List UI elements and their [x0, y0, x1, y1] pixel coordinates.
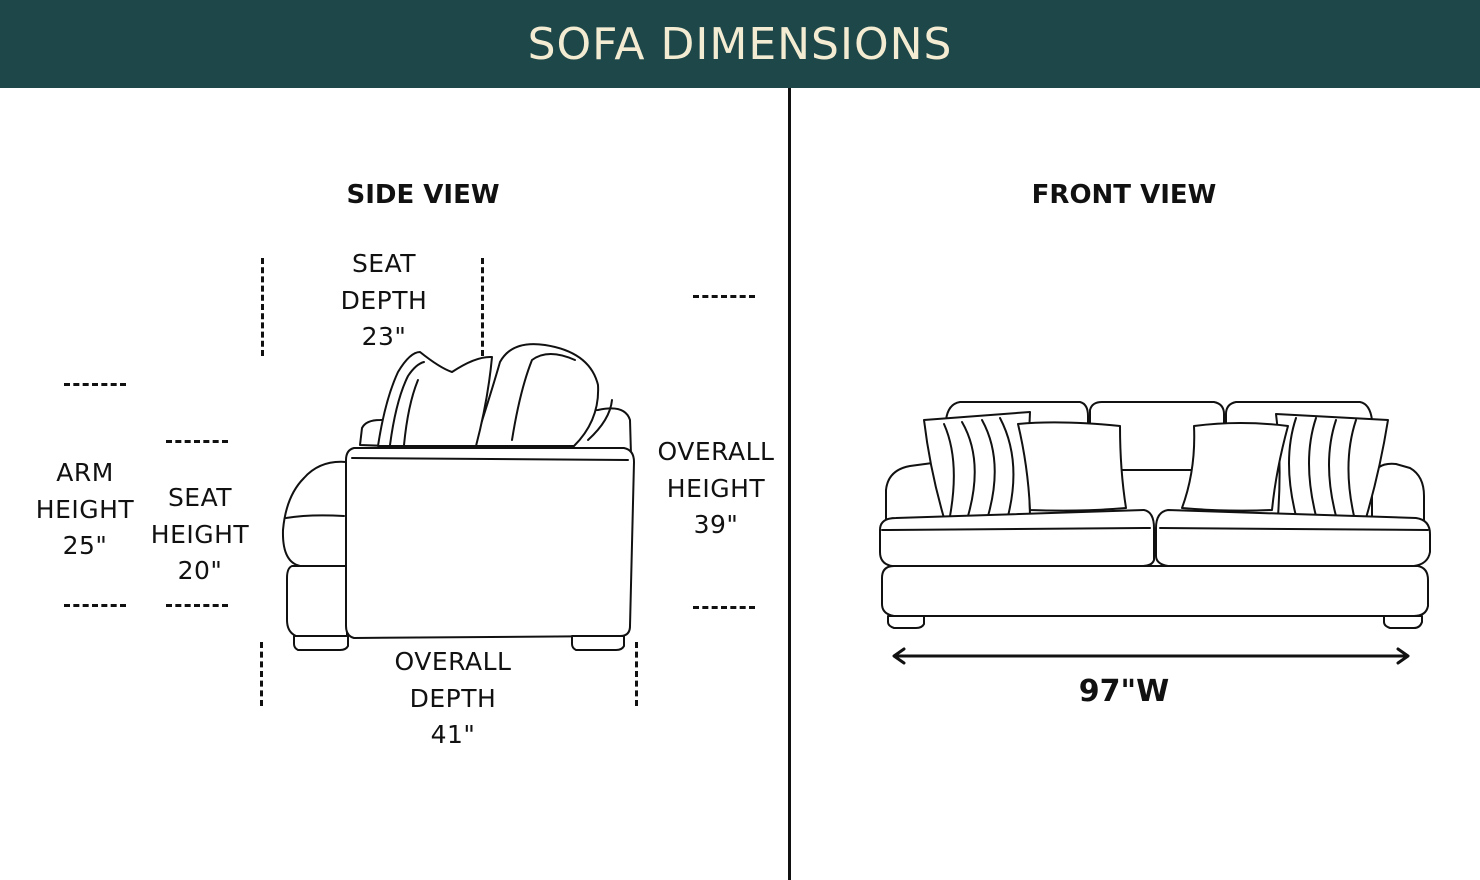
front-foot-right	[1383, 615, 1423, 629]
overall-depth-left-marker	[260, 642, 263, 706]
header-banner: SOFA DIMENSIONS	[0, 0, 1480, 88]
seat-height-bottom-marker	[166, 604, 228, 607]
front-view-title: FRONT VIEW	[1031, 180, 1217, 210]
side-arm-lower	[286, 565, 348, 637]
side-throw-pillow-seam	[389, 361, 425, 446]
overall-depth-label: OVERALL DEPTH 41"	[394, 647, 512, 749]
page-title: SOFA DIMENSIONS	[527, 18, 953, 70]
side-body-top-seam	[351, 457, 629, 461]
width-arrow	[892, 647, 1410, 665]
seat-height-top-marker	[166, 440, 228, 443]
overall-height-bottom-marker	[693, 606, 755, 609]
front-foot-left	[887, 615, 925, 629]
front-pillow-left	[1017, 421, 1127, 512]
side-view-title: SIDE VIEW	[346, 180, 500, 210]
side-foot-back	[571, 635, 625, 651]
arm-height-bottom-marker	[64, 604, 126, 607]
front-back-cushion-center	[1089, 401, 1225, 471]
side-throw-pillow	[377, 351, 493, 447]
overall-height-top-marker	[693, 295, 755, 298]
front-seat-cushion-left	[879, 509, 1155, 567]
view-divider	[788, 88, 791, 880]
overall-depth-right-marker	[635, 642, 638, 706]
front-seat-seam	[881, 527, 1429, 531]
front-pillow-right	[1181, 422, 1289, 512]
front-pillow-left-stripes	[943, 417, 1015, 517]
arm-height-top-marker	[64, 383, 126, 386]
front-arm-right	[1371, 462, 1425, 521]
front-pillow-right-stripes	[1288, 417, 1357, 517]
side-view-sofa-drawing	[281, 343, 635, 651]
front-seat-cushion-right	[1155, 509, 1431, 567]
front-view-sofa-drawing	[879, 401, 1431, 629]
side-back-pillow-fold	[587, 399, 613, 441]
arm-height-label: ARM HEIGHT 25"	[35, 458, 135, 560]
side-back-pillow	[473, 343, 600, 447]
side-arm-front	[281, 460, 348, 567]
side-arm-seam	[285, 514, 345, 519]
side-throw-pillow-fold	[403, 379, 419, 446]
seat-height-label: SEAT HEIGHT 20"	[150, 483, 250, 585]
seat-depth-left-marker	[261, 258, 264, 356]
side-sofa-body	[345, 447, 635, 639]
side-foot-front	[293, 635, 349, 651]
seat-depth-label: SEAT DEPTH 23"	[340, 249, 428, 351]
overall-height-label: OVERALL HEIGHT 39"	[657, 437, 775, 539]
seat-depth-right-marker	[481, 258, 484, 356]
side-back-pillow-seam	[511, 353, 576, 441]
front-sofa-base	[881, 565, 1429, 617]
front-width-label: 97"W	[1078, 674, 1170, 709]
